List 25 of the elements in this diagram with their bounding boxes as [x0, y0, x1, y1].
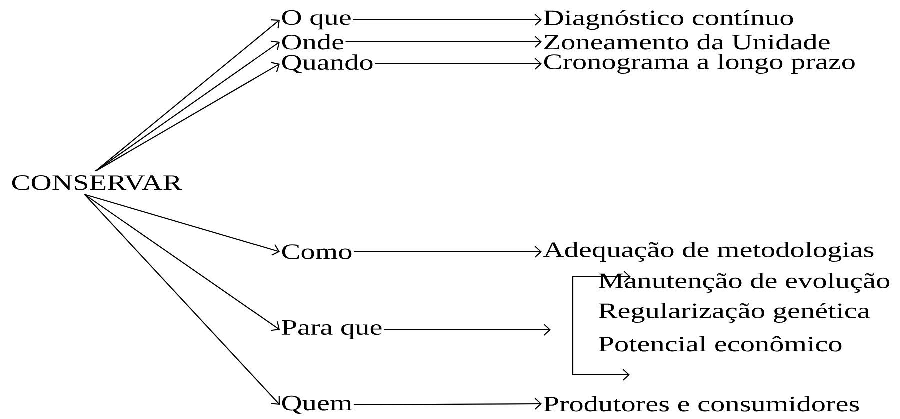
title-word: CONSERVAR	[12, 176, 182, 190]
arrow	[384, 324, 551, 336]
answer-text: Cronograma a longo prazo	[544, 54, 855, 74]
answer-text: Regularização genética	[599, 302, 870, 324]
answer-text: Manutenção de evolução	[599, 273, 890, 293]
arrow	[95, 62, 280, 172]
arrow	[84, 194, 280, 332]
arrow	[375, 58, 542, 70]
question-word: Onde	[282, 34, 344, 50]
arrow	[84, 194, 280, 405]
question-word: Para que	[282, 320, 382, 340]
arrow	[354, 246, 542, 258]
question-word: Quando	[282, 54, 373, 74]
arrow	[353, 14, 542, 26]
question-word: Como	[282, 244, 352, 260]
question-word: Quem	[282, 396, 352, 414]
arrow	[354, 398, 542, 410]
question-word: O que	[282, 10, 351, 30]
answer-text: Zoneamento da Unidade	[544, 34, 830, 50]
answer-text: Adequação de metodologias	[543, 242, 874, 262]
answer-text: Diagnóstico contínuo	[544, 10, 794, 30]
answer-text: Potencial econômico	[599, 336, 842, 352]
answer-text: Produtores e consumidores	[544, 396, 860, 412]
arrow	[346, 36, 542, 48]
arrow	[84, 194, 280, 256]
